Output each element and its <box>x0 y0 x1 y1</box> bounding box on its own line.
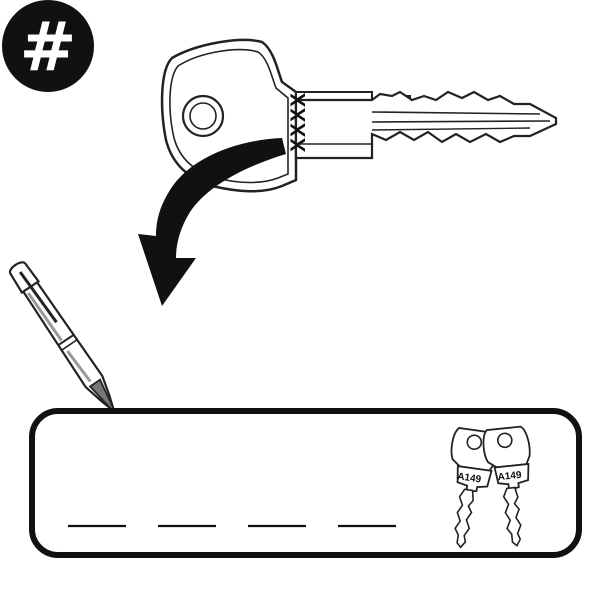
hash-icon: # <box>20 8 77 87</box>
hash-badge: # <box>2 0 94 92</box>
pen-icon <box>7 259 125 420</box>
key-code-label: XXXX <box>287 92 310 152</box>
